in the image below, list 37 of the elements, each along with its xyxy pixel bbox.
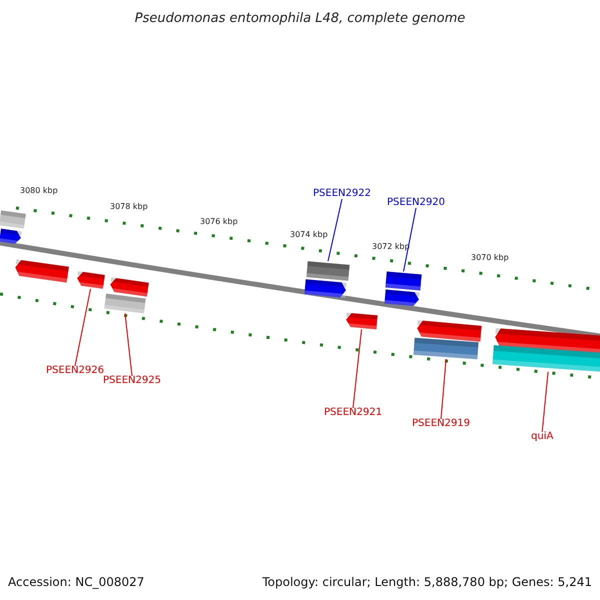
leader-line — [124, 312, 132, 376]
gene-bar — [306, 261, 350, 281]
gene-label: PSEEN2920 — [387, 198, 445, 208]
gene-bar — [413, 338, 479, 360]
gene-bar — [492, 345, 600, 372]
gene-bar — [104, 294, 146, 314]
gene-label: PSEEN2925 — [103, 376, 161, 386]
leader-line — [542, 371, 548, 432]
leader-line — [352, 328, 362, 408]
gene-feature — [416, 320, 482, 342]
scale-label: 3078 kbp — [110, 203, 148, 211]
gene-label: quiA — [531, 432, 554, 442]
gene-feature — [109, 277, 149, 297]
scale-label: 3080 kbp — [20, 187, 58, 195]
gene-feature — [76, 271, 105, 289]
gene-feature — [0, 228, 22, 244]
leader-line — [403, 208, 416, 272]
gene-label: PSEEN2919 — [412, 419, 470, 429]
leader-line — [328, 198, 342, 262]
gene-feature — [304, 279, 347, 298]
scale-label: 3070 kbp — [471, 254, 509, 262]
gene-label: PSEEN2921 — [324, 408, 382, 418]
leader-line — [74, 288, 91, 366]
footer-text: Topology: circular; Length: 5,888,780 bp; Genes: 5,241 — [262, 576, 592, 588]
scale-label: 3076 kbp — [200, 218, 238, 226]
leader-line — [440, 358, 446, 420]
gene-bar — [0, 210, 26, 229]
scale-label: 3074 kbp — [290, 231, 328, 239]
gene-feature — [14, 259, 69, 283]
footer-text: Accession: NC_008027 — [8, 576, 144, 588]
gene-feature — [494, 328, 600, 354]
gene-label: PSEEN2926 — [46, 366, 104, 376]
gene-feature — [345, 312, 378, 330]
title: Pseudomonas entomophila L48, complete genome — [134, 12, 466, 25]
gene-feature — [384, 290, 420, 306]
gene-bar — [385, 272, 422, 290]
gene-label: PSEEN2922 — [313, 189, 371, 199]
